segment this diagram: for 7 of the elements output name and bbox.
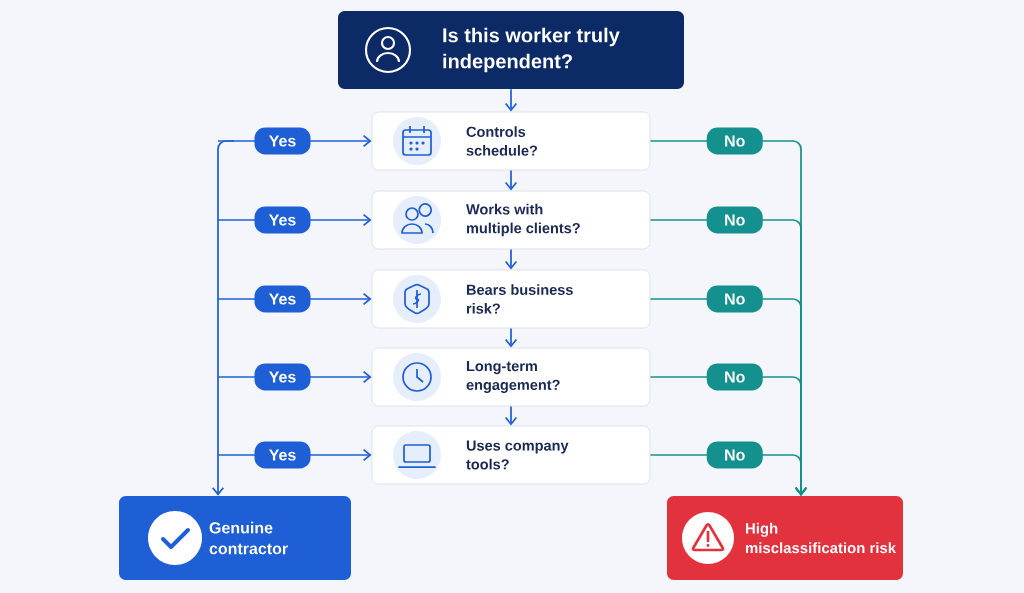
arrow — [504, 248, 518, 270]
arrow — [504, 327, 518, 348]
title-box: Is this worker truly independent? — [338, 11, 684, 89]
arrow — [504, 405, 518, 426]
arrow — [211, 140, 235, 496]
arrow — [504, 169, 518, 191]
arrow — [504, 88, 518, 112]
